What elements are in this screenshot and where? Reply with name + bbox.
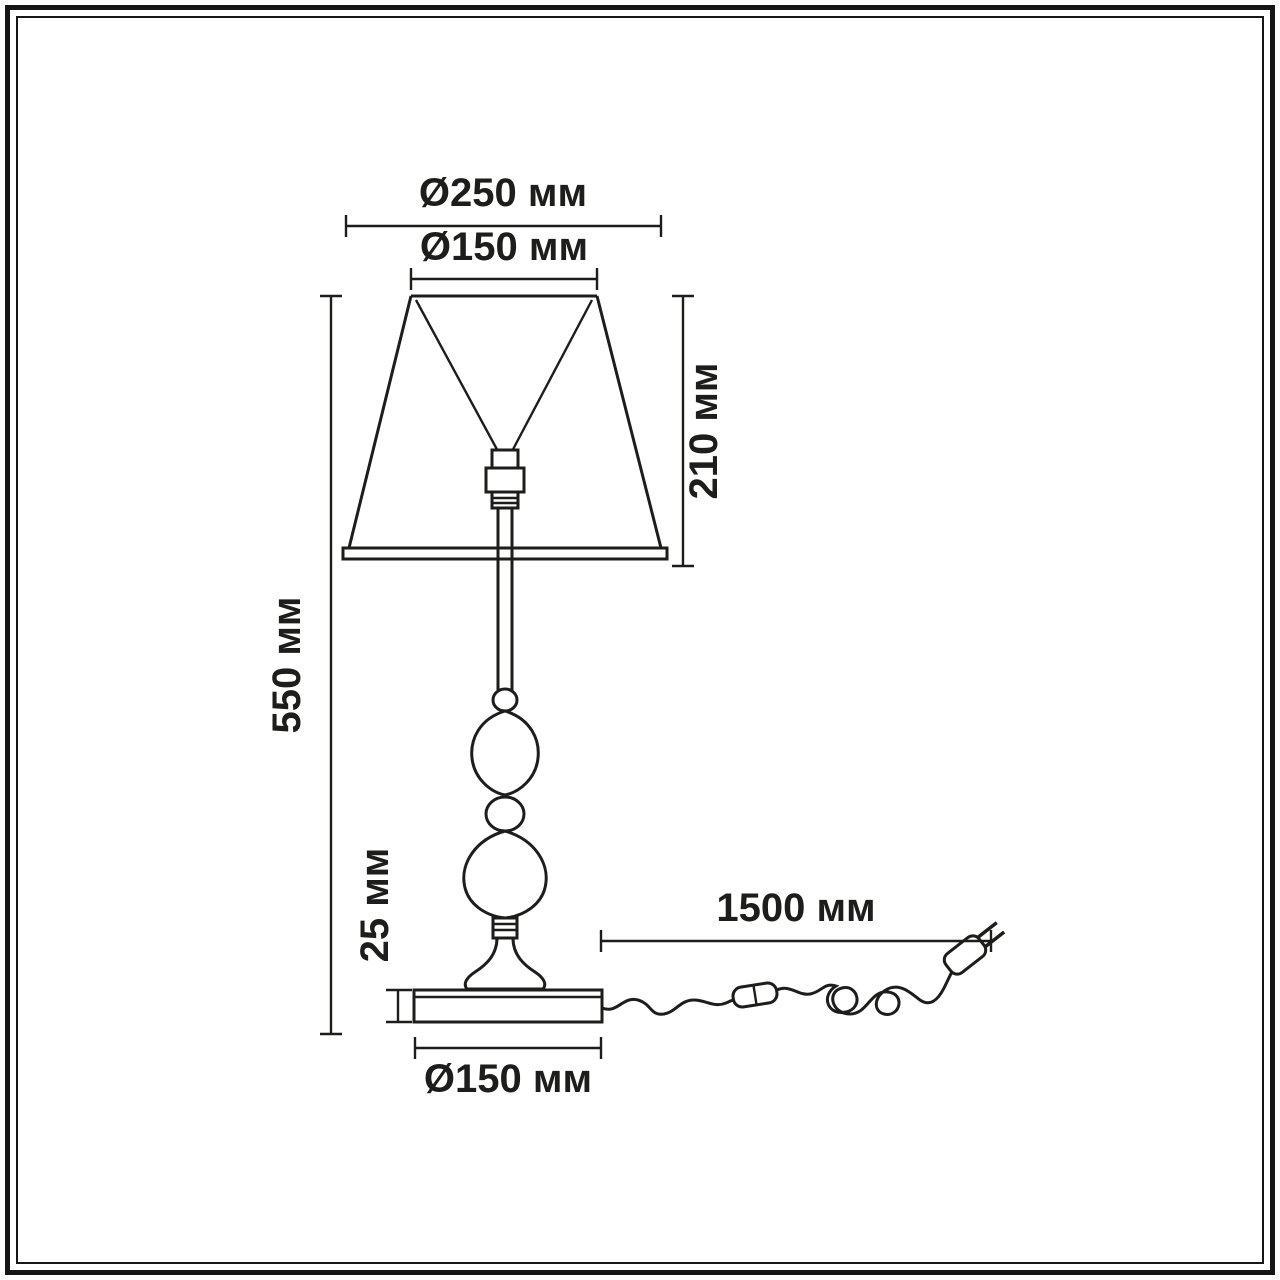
- base-thickness-label: 25 мм: [353, 848, 397, 963]
- dim-base-diameter: Ø150 мм: [413, 1037, 603, 1101]
- shade-top-diameter-label: Ø150 мм: [420, 225, 588, 269]
- dim-shade-outer-diameter: Ø250 мм: [344, 171, 663, 237]
- lamp-shade: [341, 294, 669, 561]
- lamp-base: [412, 988, 604, 1024]
- lamp-stem: [462, 508, 548, 991]
- dim-shade-top-diameter: Ø150 мм: [409, 225, 599, 290]
- shade-outer-diameter-label: Ø250 мм: [419, 171, 587, 215]
- cord-length-label: 1500 мм: [716, 886, 875, 930]
- lamp-socket: [484, 448, 526, 510]
- lamp-height-label: 550 мм: [265, 596, 309, 733]
- dim-cord-length: 1500 мм: [599, 886, 993, 952]
- dim-shade-height: 210 мм: [672, 294, 726, 568]
- dim-lamp-height: 550 мм: [265, 294, 342, 1036]
- dim-base-thickness: 25 мм: [353, 848, 412, 1024]
- inline-switch: [731, 981, 779, 1009]
- shade-height-label: 210 мм: [682, 362, 726, 499]
- power-plug-icon: [942, 921, 1006, 976]
- power-cord: [601, 921, 1006, 1016]
- base-diameter-label: Ø150 мм: [424, 1057, 592, 1101]
